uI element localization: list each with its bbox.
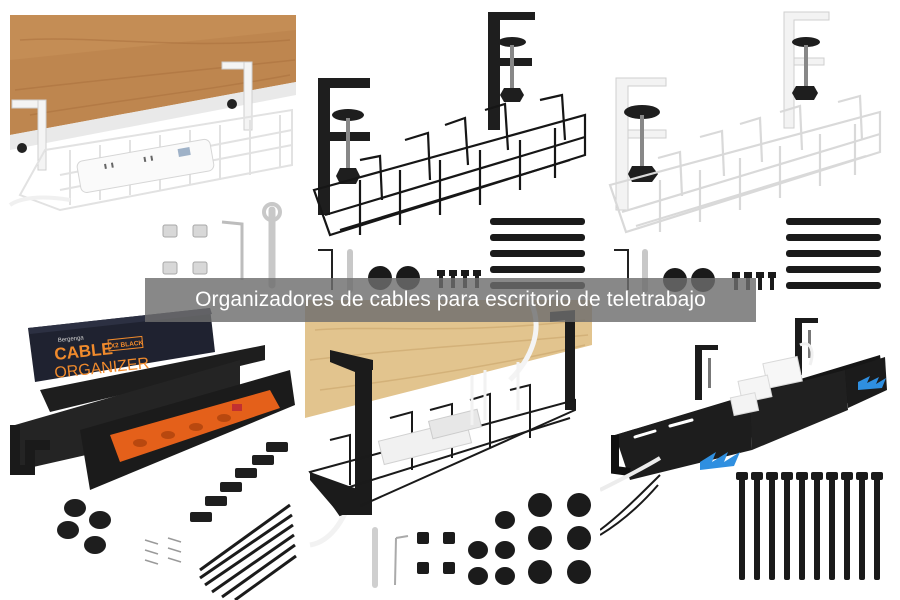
box-brand: Bergenga <box>58 335 85 344</box>
product-image-black-tray-desk[interactable] <box>300 300 600 600</box>
extendable-tray-illustration <box>600 300 900 600</box>
white-wire-tray-illustration <box>600 0 900 300</box>
product-image-cable-organizer-box[interactable]: Bergenga CABLE X2 BLACK ORGANIZER <box>0 300 300 600</box>
product-image-extendable-tray[interactable] <box>600 300 900 600</box>
white-tray-desk-illustration <box>0 0 300 300</box>
box-badge: X2 BLACK <box>110 340 143 350</box>
product-image-white-wire-tray[interactable] <box>600 0 900 300</box>
black-tray-desk-illustration <box>300 300 600 600</box>
product-image-black-wire-tray[interactable] <box>300 0 600 300</box>
product-image-white-tray-desk[interactable] <box>0 0 300 300</box>
black-wire-tray-illustration <box>300 0 600 300</box>
cable-organizer-box-illustration: Bergenga CABLE X2 BLACK ORGANIZER <box>0 300 300 600</box>
collage-caption: Organizadores de cables para escritorio … <box>145 278 756 322</box>
